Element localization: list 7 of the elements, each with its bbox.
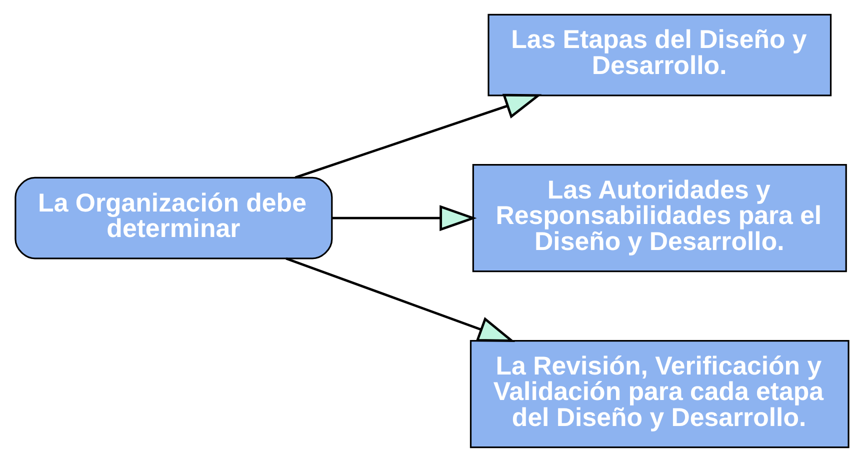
node-box: La Organización debe determinar xyxy=(14,176,332,260)
arrow xyxy=(285,257,515,342)
node-box: Las Etapas del Diseño y Desarrollo. xyxy=(487,14,832,96)
arrow xyxy=(332,205,476,232)
node-box: La Revisión, Verificación y Validación para cada etapa del Diseño y Desarrollo. xyxy=(469,340,849,448)
arrow xyxy=(294,94,542,179)
node-box: Las Autoridades y Responsabilidades para el Diseño y Desarrollo. xyxy=(472,164,846,272)
